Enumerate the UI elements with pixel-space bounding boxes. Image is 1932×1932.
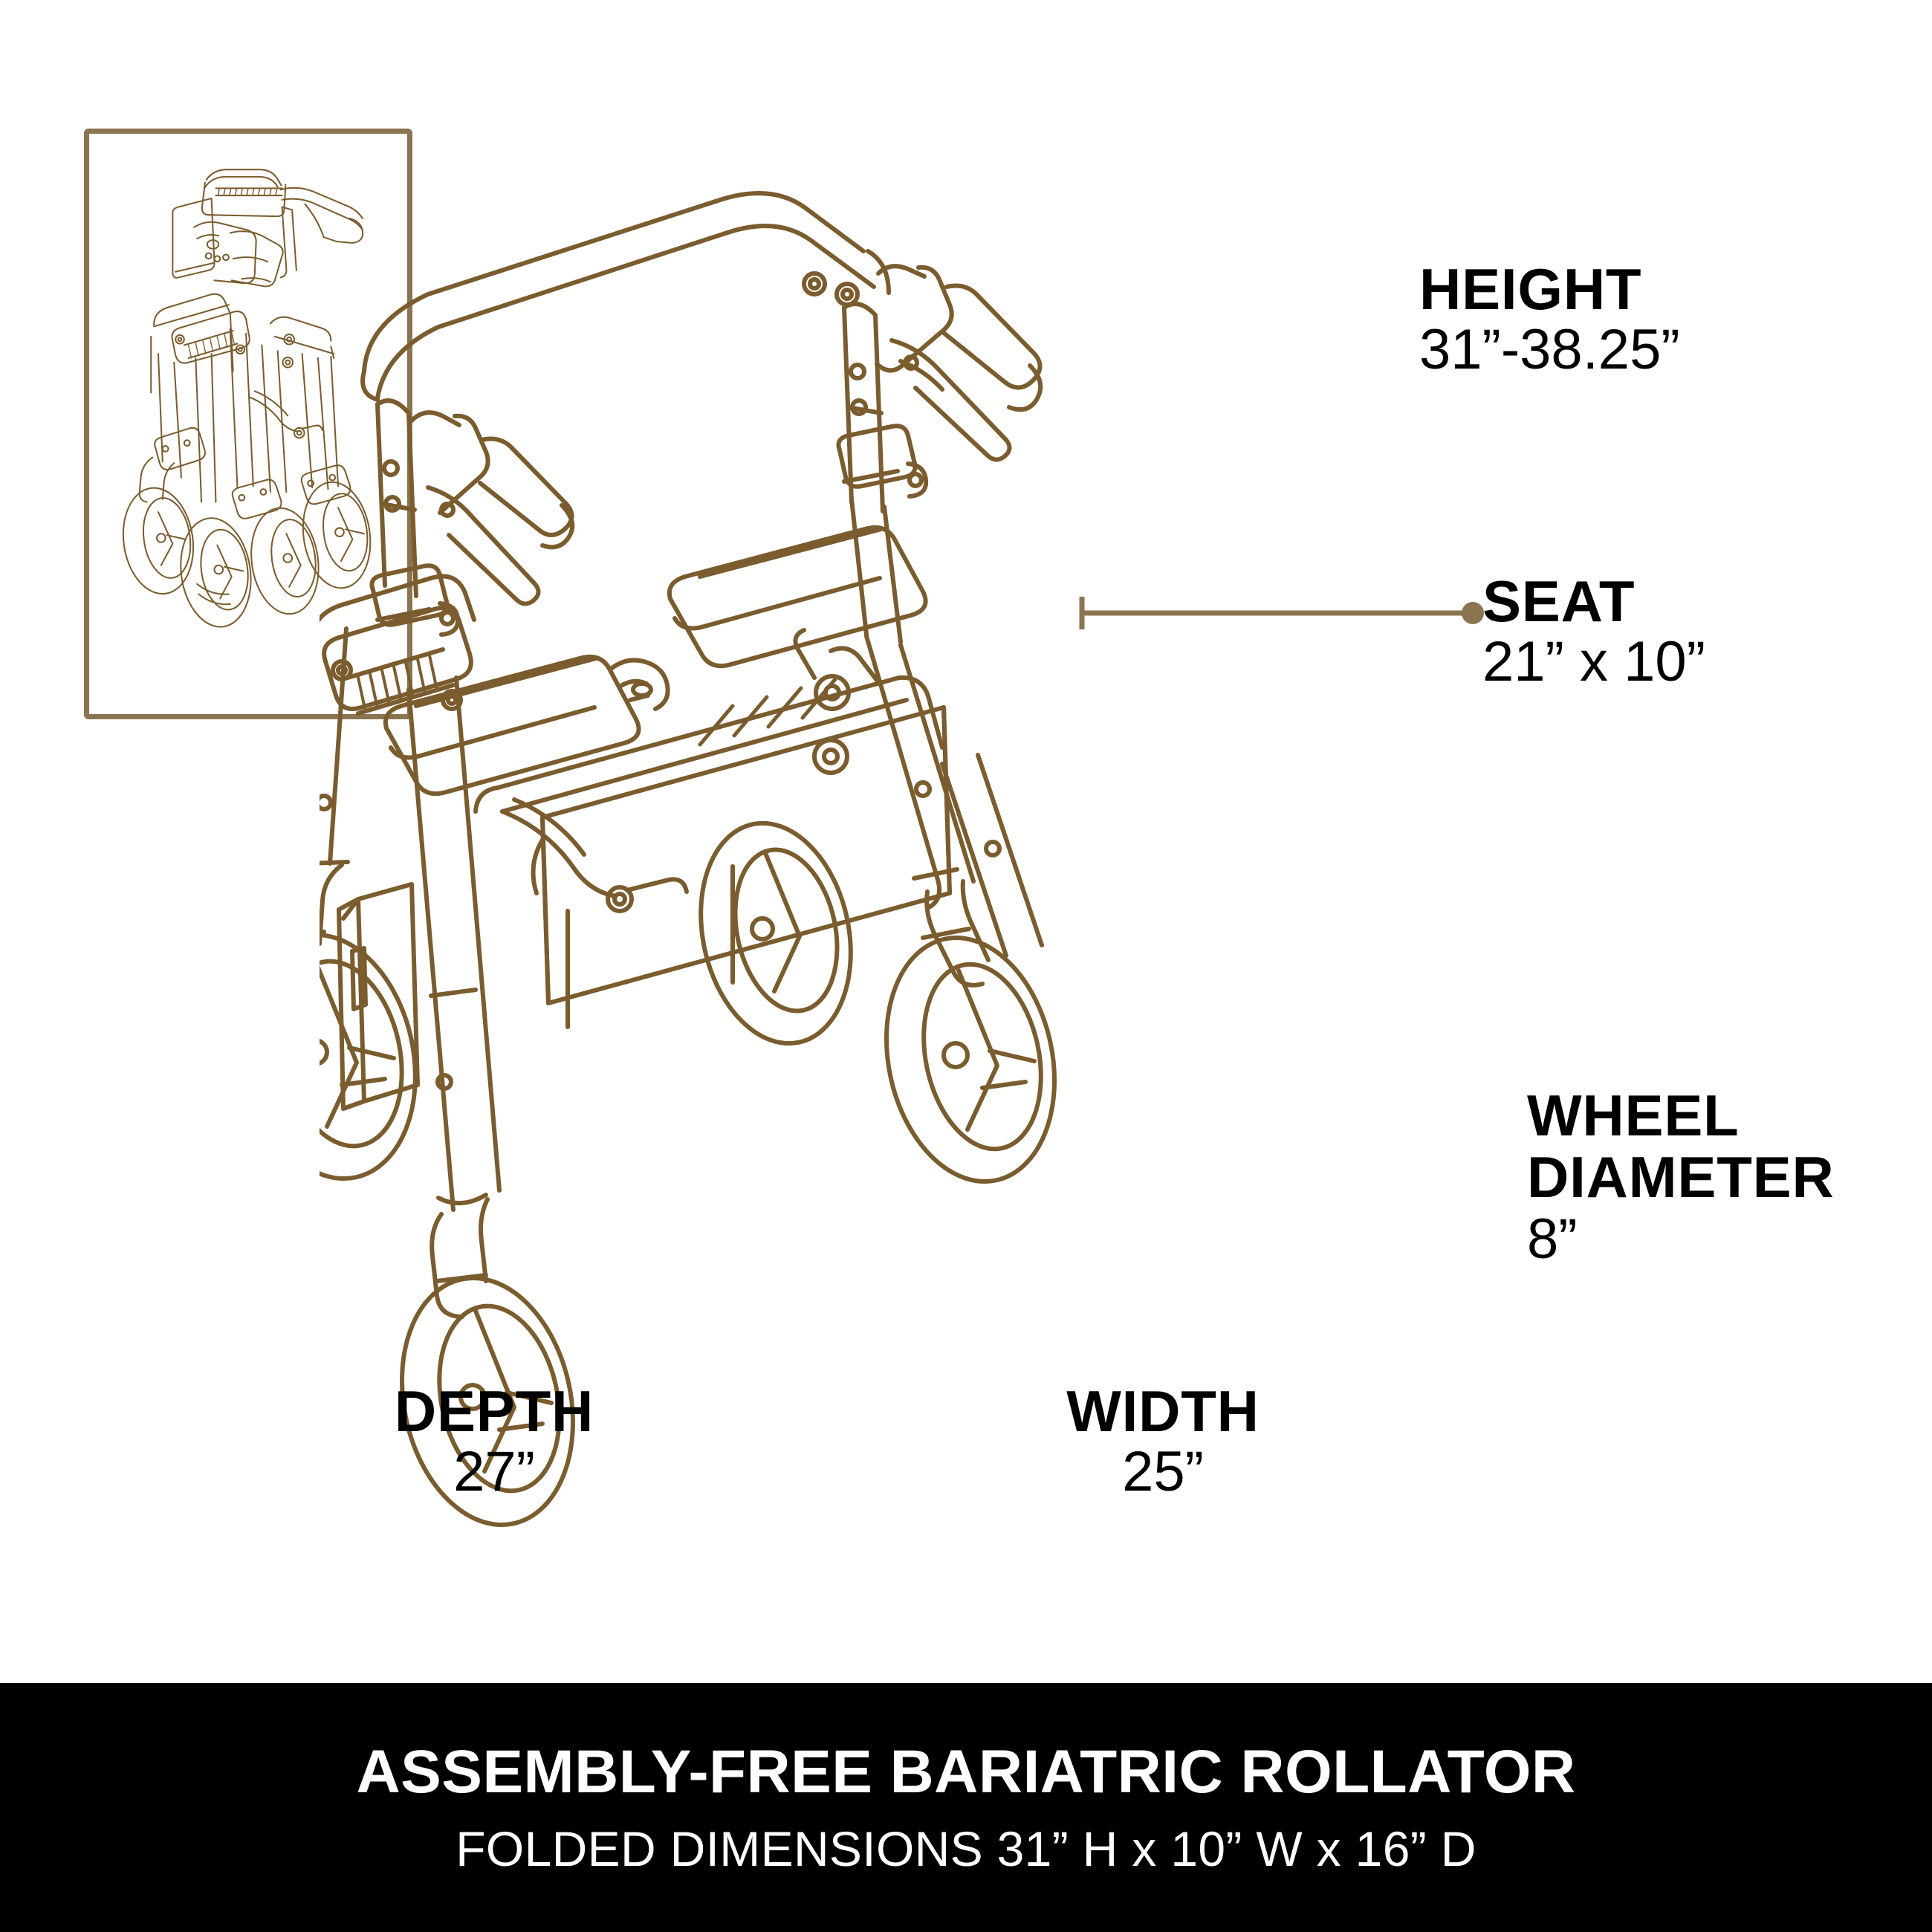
folded-rollator-inset bbox=[84, 129, 412, 719]
callout-depth-value: 27” bbox=[453, 1440, 535, 1503]
callout-seat-value: 21” x 10” bbox=[1482, 630, 1705, 693]
leader-line-graphic bbox=[1079, 597, 1484, 629]
callout-depth-label: DEPTH bbox=[394, 1378, 594, 1444]
callout-wheel-diameter: WHEEL DIAMETER 8” bbox=[1527, 1085, 1835, 1271]
callout-height-value: 31”-38.25” bbox=[1419, 318, 1680, 381]
callout-wheel-label-line2: DIAMETER bbox=[1527, 1144, 1835, 1210]
banner-subtitle: FOLDED DIMENSIONS 31” H x 10” W x 16” D bbox=[456, 1821, 1476, 1877]
seat-leader-line bbox=[1077, 591, 1494, 635]
callout-width: WIDTH 25” bbox=[1040, 1382, 1286, 1503]
rollator-line-art bbox=[320, 191, 1057, 1527]
banner-title: ASSEMBLY-FREE BARIATRIC ROLLATOR bbox=[356, 1738, 1576, 1806]
callout-wheel-label-line1: WHEEL bbox=[1527, 1083, 1740, 1148]
callout-wheel-value: 8” bbox=[1527, 1208, 1578, 1271]
callout-depth: DEPTH 27” bbox=[372, 1382, 617, 1503]
rollator-main-drawing bbox=[320, 149, 1560, 1560]
callout-width-value: 25” bbox=[1122, 1440, 1204, 1503]
product-banner: ASSEMBLY-FREE BARIATRIC ROLLATOR FOLDED … bbox=[0, 1683, 1932, 1932]
callout-seat: SEAT 21” x 10” bbox=[1482, 572, 1705, 693]
callout-height: HEIGHT 31”-38.25” bbox=[1419, 260, 1680, 381]
callout-width-label: WIDTH bbox=[1066, 1378, 1260, 1444]
callout-height-label: HEIGHT bbox=[1419, 256, 1642, 322]
folded-rollator-drawing bbox=[122, 169, 372, 628]
leader-dot bbox=[1462, 602, 1484, 624]
callout-seat-label: SEAT bbox=[1482, 568, 1636, 634]
